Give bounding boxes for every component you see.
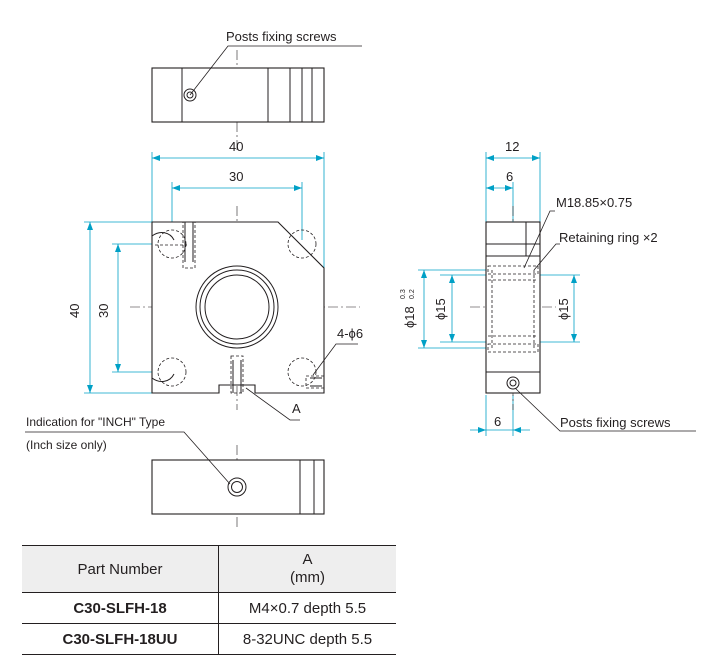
dim-front-hole-spacing-x: 30	[229, 169, 243, 184]
table-row: C30-SLFH-18UU 8-32UNC depth 5.5	[22, 623, 396, 655]
inch-mark-icon	[227, 477, 247, 497]
holes-label: 4-ϕ6	[337, 326, 363, 341]
top-screw-icon	[183, 88, 197, 102]
main-bore	[195, 265, 279, 349]
row-a-value: 8-32UNC depth 5.5	[218, 623, 396, 655]
mount-hole-bottom-left	[157, 357, 187, 387]
row-part-number: C30-SLFH-18UU	[22, 623, 219, 655]
header-a-unit: (mm)	[290, 569, 325, 586]
part-number-table: Part Number A (mm) C30-SLFH-18 M4×0.7 de…	[22, 545, 396, 655]
mount-hole-bottom-right	[287, 357, 317, 387]
m-thread-label: M18.85×0.75	[556, 195, 632, 210]
dim-side-bore-right: ϕ15	[556, 298, 571, 320]
dim-front-width: 40	[229, 139, 243, 154]
header-a-name: A	[302, 551, 313, 568]
front-view-dimensions: 40 30 40 30	[67, 139, 325, 394]
posts-fixing-screws-top-label: Posts fixing screws	[226, 29, 337, 44]
table-header-row: Part Number A (mm)	[22, 545, 396, 593]
front-view: 4-ϕ6 A	[130, 206, 363, 421]
side-view: M18.85×0.75 Retaining ring ×2 Posts fixi…	[470, 195, 696, 432]
posts-fixing-screws-side-label: Posts fixing screws	[560, 415, 671, 430]
dim-side-screw-offset: 6	[494, 414, 501, 429]
table-row: C30-SLFH-18 M4×0.7 depth 5.5	[22, 592, 396, 624]
side-view-dimensions: 12 6 ϕ18 0.3 0.2 ϕ15 ϕ15 6	[400, 139, 580, 436]
dim-side-bore-left: ϕ15	[433, 298, 448, 320]
dim-side-outer-dia: ϕ18	[402, 306, 417, 328]
dim-side-outer-tol-upper: 0.3	[400, 289, 407, 299]
header-part-number: Part Number	[22, 545, 219, 593]
dim-side-width: 12	[505, 139, 519, 154]
dim-side-outer-tol-lower: 0.2	[409, 289, 416, 299]
row-part-number: C30-SLFH-18	[22, 592, 219, 624]
header-a: A (mm)	[218, 545, 396, 593]
dim-front-hole-spacing-y: 30	[96, 304, 111, 318]
row-a-value: M4×0.7 depth 5.5	[218, 592, 396, 624]
mount-hole-top-right	[287, 229, 317, 259]
side-screw-icon	[506, 376, 520, 390]
inch-indication-line2: (Inch size only)	[26, 438, 107, 452]
a-marker-label: A	[292, 401, 301, 416]
dim-side-half-width: 6	[506, 169, 513, 184]
retaining-ring-label: Retaining ring ×2	[559, 230, 658, 245]
bottom-view: Indication for "INCH" Type (Inch size on…	[25, 415, 325, 530]
inch-indication-line1: Indication for "INCH" Type	[26, 415, 165, 429]
mount-hole-top-left	[157, 229, 187, 259]
top-view: Posts fixing screws	[151, 29, 362, 150]
dim-front-height: 40	[67, 304, 82, 318]
